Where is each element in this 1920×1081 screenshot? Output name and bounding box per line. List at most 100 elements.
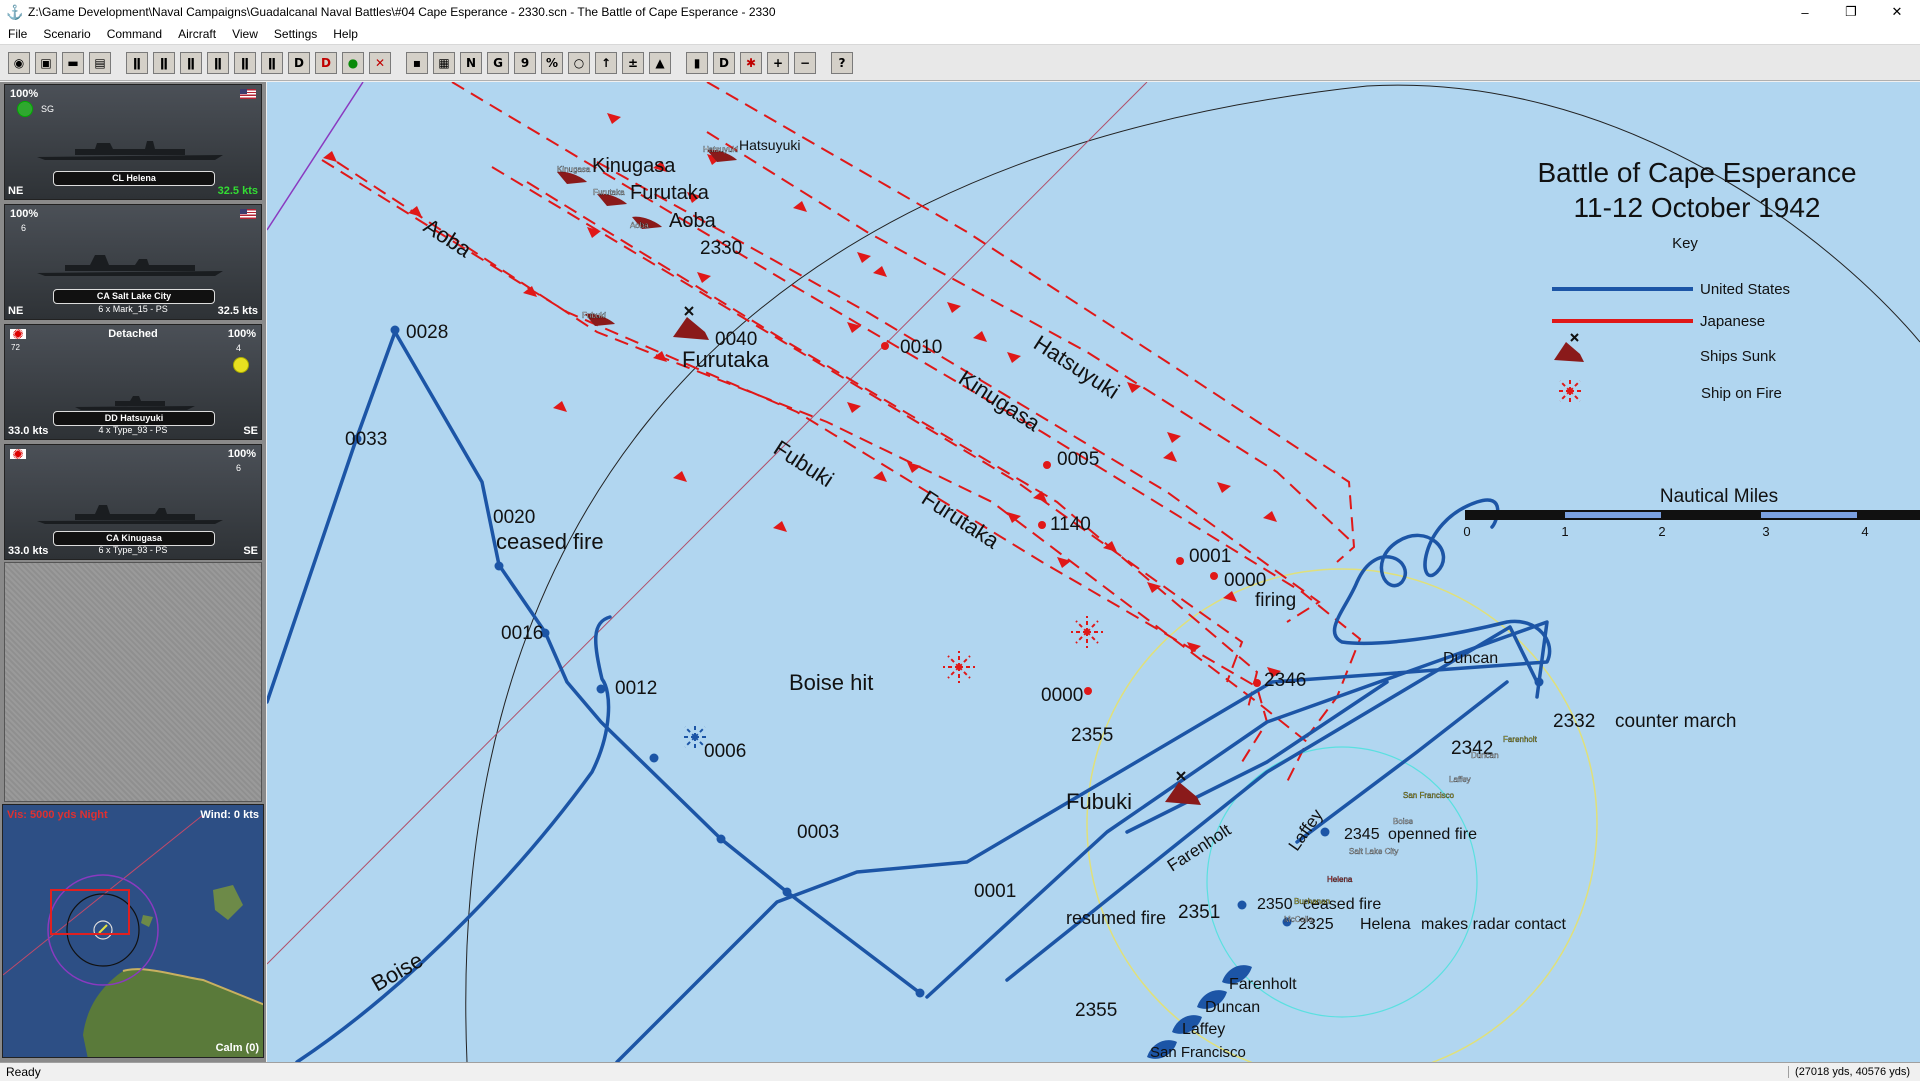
toolbar-button-icon[interactable]: D — [288, 51, 310, 74]
minimap[interactable]: Vis: 5000 yds Night Wind: 0 kts Calm (0) — [2, 804, 264, 1058]
menu-help[interactable]: Help — [333, 27, 358, 41]
menu-file[interactable]: File — [8, 27, 28, 41]
toolbar-button-icon[interactable]: ǁ — [126, 51, 148, 74]
ship-name: CL Helena — [53, 171, 215, 186]
ship-silhouette-icon — [75, 396, 195, 410]
label-time: 0000 — [1224, 570, 1266, 591]
label-time: 0001 — [1189, 546, 1231, 567]
ship-card-helena[interactable]: 100% SG CL Helena NE 32.5 kts — [4, 84, 262, 200]
menu-aircraft[interactable]: Aircraft — [178, 27, 217, 41]
toolbar-button-icon[interactable]: ○ — [568, 51, 590, 74]
range-ring-cyan — [1206, 746, 1478, 1018]
ship-card-salt-lake-city[interactable]: 100% 6 CA Salt Lake City 6 x Mark_15 - P… — [4, 204, 262, 320]
label-kinugasa-track: Kinugasa — [954, 365, 1045, 436]
toolbar-button-icon[interactable]: ǁ — [207, 51, 229, 74]
map-labels: Kinugasa Furutaka Aoba 2330 Hatsuyuki Ao… — [345, 137, 1736, 1061]
ship-silhouette-icon — [37, 255, 223, 276]
close-button[interactable]: ✕ — [1891, 4, 1903, 19]
label-time: 2350 — [1257, 896, 1293, 913]
toolbar-button-icon[interactable]: ǁ — [180, 51, 202, 74]
ship-silhouette-icon — [37, 141, 223, 160]
menu-command[interactable]: Command — [106, 27, 163, 41]
label-time: 2355 — [1071, 725, 1113, 746]
ship-heading: SE — [243, 425, 258, 437]
label-time: 2345 — [1344, 826, 1380, 843]
ship-card-kinugasa[interactable]: 100% 6 CA Kinugasa 6 x Type_93 - PS 33.0… — [4, 444, 262, 560]
scale-tick: 3 — [1762, 524, 1769, 539]
toolbar-button-icon[interactable]: ↑ — [595, 51, 617, 74]
toolbar-button-icon[interactable]: ✕ — [369, 51, 391, 74]
toolbar-button-icon[interactable]: ◉ — [8, 51, 30, 74]
label-furutaka: Furutaka — [630, 182, 710, 204]
japanese-waypoints — [881, 342, 1261, 695]
tag-duncan: Duncan — [1471, 751, 1499, 760]
ship-damage-pct: 100% — [227, 448, 256, 460]
ship-status: 6 — [21, 223, 27, 233]
scale-ticks: 0 1 2 3 4 — [1463, 524, 1868, 539]
anchor-icon: ⚓ — [6, 4, 24, 20]
toolbar-button-icon[interactable]: ▪ — [406, 51, 428, 74]
toolbar-button-icon[interactable]: ǁ — [234, 51, 256, 74]
label-time: 2325 — [1298, 916, 1334, 933]
label-fubuki-sunk: Fubuki — [1066, 789, 1132, 814]
help-icon[interactable]: ? — [831, 51, 853, 74]
lookout-status-icon — [233, 357, 249, 373]
ship-number: 72 — [11, 343, 20, 352]
us-waypoints — [352, 325, 1544, 998]
ship-detached-label: Detached — [108, 328, 158, 340]
toolbar-button-icon[interactable]: % — [541, 51, 563, 74]
toolbar-button-icon[interactable]: N — [460, 51, 482, 74]
minimap-svg — [3, 814, 263, 1057]
toolbar-button-icon[interactable]: ▮ — [686, 51, 708, 74]
scale-tick: 1 — [1561, 524, 1568, 539]
menu-settings[interactable]: Settings — [273, 27, 318, 41]
toolbar-button-icon[interactable]: D — [315, 51, 337, 74]
label-time: 0010 — [900, 337, 942, 358]
tag-fubuki: Fubuki — [582, 311, 606, 320]
toolbar-button-icon[interactable]: ± — [622, 51, 644, 74]
toolbar-button-icon[interactable]: + — [767, 51, 789, 74]
label-resumed-fire: resumed fire — [1066, 908, 1166, 928]
empty-ship-slot — [4, 562, 262, 802]
status-bar: Ready (27018 yds, 40576 yds) — [0, 1062, 1920, 1081]
toolbar-button-icon[interactable]: ▦ — [433, 51, 455, 74]
menu-view[interactable]: View — [232, 27, 258, 41]
label-time: 1140 — [1050, 514, 1091, 535]
toolbar-button-icon[interactable]: ▤ — [89, 51, 111, 74]
toolbar-button-icon[interactable]: D — [713, 51, 735, 74]
tag-helena: Helena — [1327, 875, 1353, 884]
legend-sunk-label: Ships Sunk — [1700, 348, 1776, 365]
restore-button[interactable]: ❐ — [1845, 4, 1857, 19]
label-time: 0003 — [797, 822, 839, 843]
label-time: 0006 — [704, 741, 746, 762]
label-time: 2346 — [1264, 670, 1306, 691]
scale-segment — [1761, 512, 1857, 518]
toolbar-button-icon[interactable]: ǁ — [261, 51, 283, 74]
toolbar-button-icon[interactable]: ▣ — [35, 51, 57, 74]
visibility-readout: Vis: 5000 yds Night — [7, 809, 108, 821]
toolbar-button-icon[interactable]: ▬ — [62, 51, 84, 74]
ship-panel: 100% SG CL Helena NE 32.5 kts 100% 6 CA … — [0, 82, 266, 1062]
toolbar-button-icon[interactable]: ✱ — [740, 51, 762, 74]
label-firing: firing — [1255, 590, 1296, 611]
toolbar-button-icon[interactable]: ● — [342, 51, 364, 74]
toolbar-button-icon[interactable]: G — [487, 51, 509, 74]
minimap-grid-line — [3, 814, 204, 976]
minimize-button[interactable]: – — [1801, 4, 1809, 20]
toolbar-button-icon[interactable]: 9 — [514, 51, 536, 74]
toolbar-button-icon[interactable]: − — [794, 51, 816, 74]
cursor-coordinates: (27018 yds, 40576 yds) — [1788, 1066, 1916, 1078]
menu-scenario[interactable]: Scenario — [43, 27, 91, 41]
ship-card-hatsuyuki[interactable]: Detached 100% 72 4 DD Hatsuyuki 4 x Type… — [4, 324, 262, 440]
tag-hatsuyuki: Hatsuyuki — [703, 145, 738, 154]
label-time: 0012 — [615, 678, 657, 699]
battle-map[interactable]: Kinugasa Furutaka Aoba 2330 Hatsuyuki Ao… — [267, 82, 1920, 1062]
ship-heading: NE — [8, 305, 24, 317]
toolbar-button-icon[interactable]: ǁ — [153, 51, 175, 74]
toolbar-button-icon[interactable]: ▲ — [649, 51, 671, 74]
battle-map-svg: Kinugasa Furutaka Aoba 2330 Hatsuyuki Ao… — [267, 82, 1920, 1062]
range-arc — [465, 84, 1920, 1062]
tag-mccalla: McCalla — [1284, 915, 1313, 924]
label-time: 2351 — [1178, 902, 1220, 923]
minimap-viewport[interactable] — [50, 889, 130, 935]
